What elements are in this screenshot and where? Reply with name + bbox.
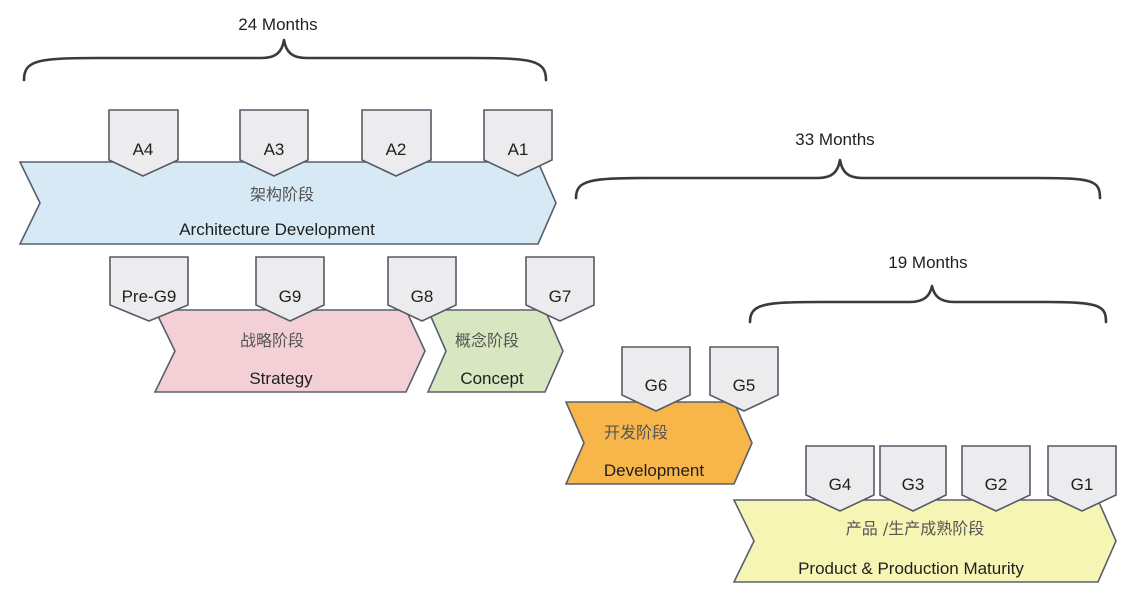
brace-19-months	[748, 284, 1108, 324]
span-label-19-months: 19 Months	[888, 253, 967, 272]
brace-24-months	[22, 38, 548, 82]
gate-g4: G4	[805, 445, 875, 512]
gate-a2: A2	[361, 109, 432, 177]
gate-a2-label: A2	[386, 140, 407, 159]
gate-pre-g9-label: Pre-G9	[122, 287, 177, 306]
gate-g5: G5	[709, 346, 779, 412]
phase-strategy-label-en: Strategy	[249, 369, 313, 388]
gate-a3: A3	[239, 109, 309, 177]
phase-architecture-label-cn: 架构阶段	[250, 185, 314, 204]
gate-g6-label: G6	[645, 376, 668, 395]
gate-g5-label: G5	[733, 376, 756, 395]
phase-strategy-label-cn: 战略阶段	[240, 331, 304, 350]
gate-g2: G2	[961, 445, 1031, 512]
brace-33-months	[574, 158, 1102, 200]
span-label-24-months: 24 Months	[238, 15, 317, 34]
phase-concept-label-en: Concept	[460, 369, 524, 388]
gate-a4-label: A4	[133, 140, 154, 159]
gate-g8-label: G8	[411, 287, 434, 306]
phase-architecture-label-en: Architecture Development	[179, 220, 375, 239]
gate-g4-label: G4	[829, 475, 852, 494]
gate-a1-label: A1	[508, 140, 529, 159]
gate-a4: A4	[108, 109, 179, 177]
gate-a3-label: A3	[264, 140, 285, 159]
phase-maturity-label-cn: 产品 /生产成熟阶段	[846, 519, 984, 538]
phase-concept-label-cn: 概念阶段	[455, 331, 519, 350]
gate-g3-label: G3	[902, 475, 925, 494]
phase-development-label-en: Development	[604, 461, 704, 480]
gate-a1: A1	[483, 109, 553, 177]
phase-development-label-cn: 开发阶段	[604, 423, 668, 442]
gate-g7-label: G7	[549, 287, 572, 306]
gate-g6: G6	[621, 346, 691, 412]
gate-g3: G3	[879, 445, 947, 512]
span-label-33-months: 33 Months	[795, 130, 874, 149]
gate-g1-label: G1	[1071, 475, 1094, 494]
gate-g2-label: G2	[985, 475, 1008, 494]
gate-g8: G8	[387, 256, 457, 322]
gate-pre-g9: Pre-G9	[109, 256, 189, 322]
gate-g1: G1	[1047, 445, 1117, 512]
phase-maturity-label-en: Product & Production Maturity	[798, 559, 1024, 578]
gate-g9: G9	[255, 256, 325, 322]
gate-g9-label: G9	[279, 287, 302, 306]
gate-g7: G7	[525, 256, 595, 322]
